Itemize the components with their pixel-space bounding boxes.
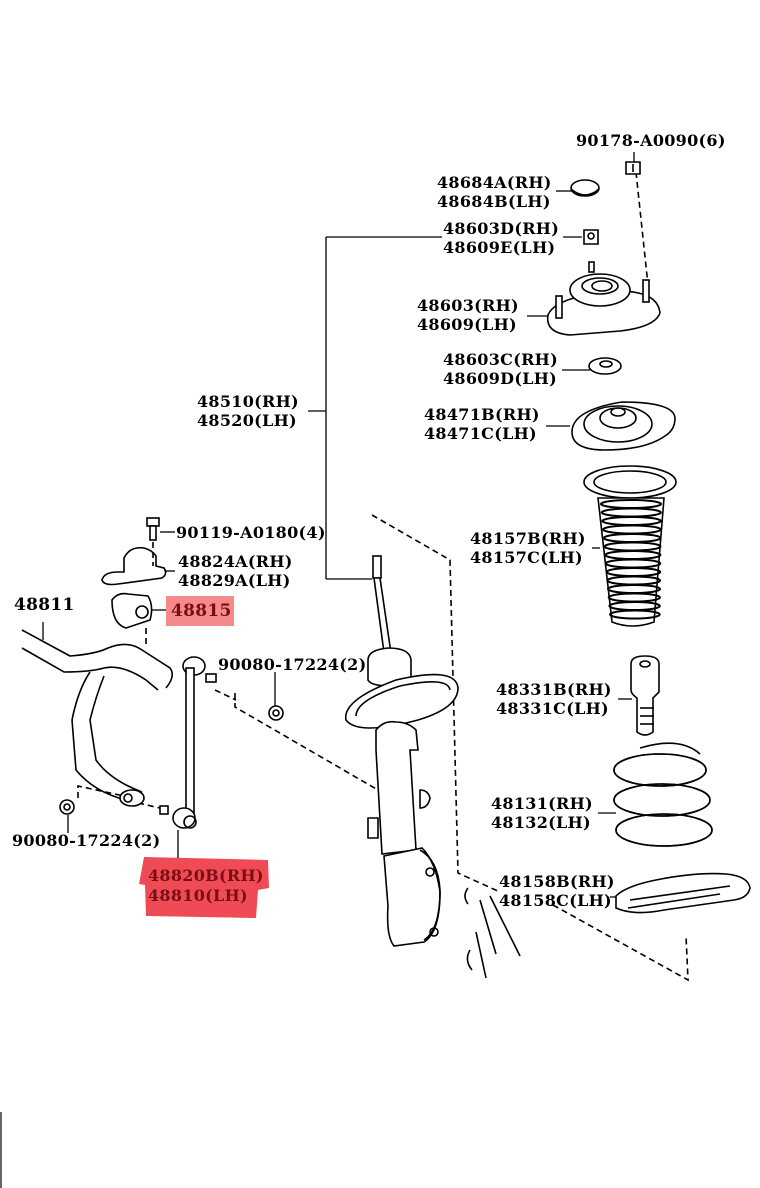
dashed-guides xyxy=(77,171,689,982)
label-cap-rh: 48684A(RH) xyxy=(437,173,552,192)
label-spring-rh: 48131(RH) xyxy=(491,794,593,813)
label-insulator-lh: 48158C(LH) xyxy=(499,891,612,910)
label-seat-rh: 48471B(RH) xyxy=(424,405,540,424)
label-absorber-rh: 48510(RH) xyxy=(197,392,299,411)
label-bumper-lh: 48331C(LH) xyxy=(496,699,609,718)
label-stabilizer-bar: 48811 xyxy=(14,595,75,615)
nut-icon xyxy=(583,229,599,245)
top-nut-icon xyxy=(625,161,641,175)
highlight-link xyxy=(139,857,269,918)
label-link-lh-highlighted: 48810(LH) xyxy=(148,886,248,905)
label-nut-rh: 48603D(RH) xyxy=(443,219,560,238)
stabilizer-link-icon xyxy=(159,656,217,829)
spring-seat-icon xyxy=(571,401,676,451)
label-insulator-rh: 48158B(RH) xyxy=(499,872,615,891)
shock-absorber-icon xyxy=(345,555,459,947)
label-boot-rh: 48157B(RH) xyxy=(470,529,586,548)
label-bolt: 90119-A0180(4) xyxy=(176,523,326,542)
bolt-icon xyxy=(146,517,160,566)
boot-icon xyxy=(583,465,677,627)
label-top-nut: 90178-A0090(6) xyxy=(576,131,726,150)
label-spring-lh: 48132(LH) xyxy=(491,813,591,832)
label-support-rh: 48603(RH) xyxy=(417,296,519,315)
link-nut-top-icon xyxy=(268,705,284,721)
label-bracket-rh: 48824A(RH) xyxy=(178,552,293,571)
washer-icon xyxy=(588,357,622,375)
bushing-icon xyxy=(111,592,153,629)
highlight-bushing xyxy=(166,596,234,626)
label-absorber-lh: 48520(LH) xyxy=(197,411,297,430)
label-washer-rh: 48603C(RH) xyxy=(443,350,558,369)
knuckle-icon xyxy=(464,887,521,979)
upper-support-icon xyxy=(546,261,661,336)
left-edge-bar xyxy=(0,1112,2,1188)
bracket-icon xyxy=(101,546,167,586)
label-boot-lh: 48157C(LH) xyxy=(470,548,583,567)
label-link-nut-bottom: 90080-17224(2) xyxy=(12,831,161,850)
link-nut-bottom-icon xyxy=(59,799,75,815)
label-bushing-highlighted: 48815 xyxy=(171,601,232,621)
leader-lines xyxy=(42,152,635,898)
stabilizer-bar-icon xyxy=(21,629,174,801)
boot-ring xyxy=(609,609,661,620)
label-link-nut-top: 90080-17224(2) xyxy=(218,655,367,674)
label-cap-lh: 48684B(LH) xyxy=(437,192,551,211)
stab-bushing-lower-icon xyxy=(119,789,145,807)
label-support-lh: 48609(LH) xyxy=(417,315,517,334)
label-bumper-rh: 48331B(RH) xyxy=(496,680,612,699)
label-washer-lh: 48609D(LH) xyxy=(443,369,558,388)
label-nut-lh: 48609E(LH) xyxy=(443,238,556,257)
label-link-rh-highlighted: 48820B(RH) xyxy=(148,866,264,885)
label-seat-lh: 48471C(LH) xyxy=(424,424,537,443)
label-bracket-lh: 48829A(LH) xyxy=(178,571,291,590)
coil-spring-icon xyxy=(613,742,713,847)
cap-icon xyxy=(570,179,600,197)
insulator-icon xyxy=(615,872,751,914)
bump-stopper-icon xyxy=(630,655,660,736)
